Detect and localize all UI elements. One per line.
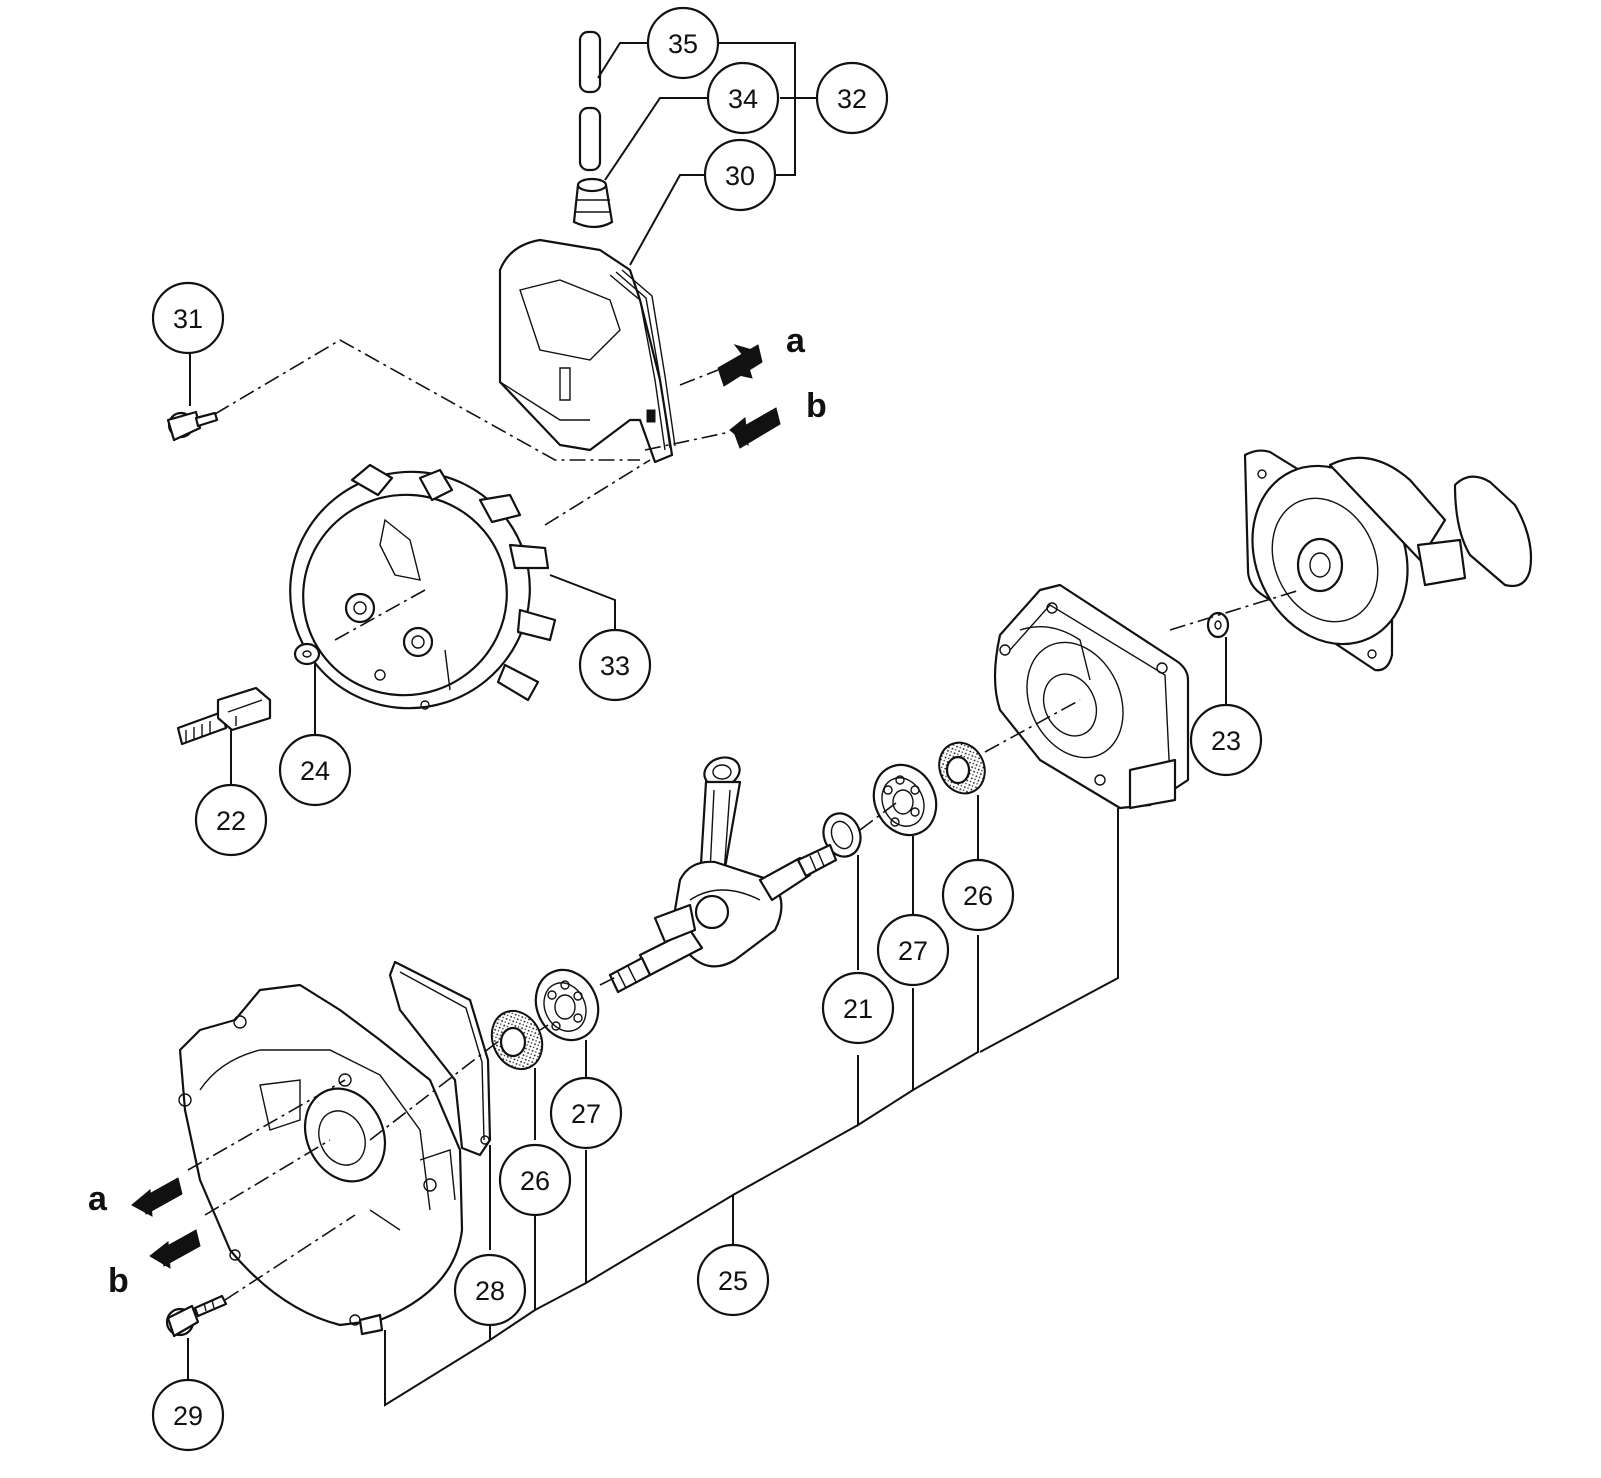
callout-26-left: 26 [498,1143,572,1217]
nut-22 [176,686,272,785]
arrow-b-top [729,407,781,449]
crankcase-right [993,583,1190,810]
callout-24: 24 [278,733,352,807]
callout-22: 22 [194,783,268,857]
svg-text:34: 34 [728,84,758,114]
oil-seal-26-right [938,741,986,860]
dash-starter [1169,589,1301,631]
dash-b-bottom [204,1139,331,1216]
svg-text:23: 23 [1211,726,1241,756]
dash-b-top [644,431,731,451]
washer-23 [1206,611,1230,705]
dash-line-31 [214,339,640,461]
washer-24 [293,642,321,735]
ignition-coil-assembly [498,30,676,464]
svg-text:27: 27 [898,936,928,966]
crankcase-left [178,983,464,1336]
callout-28: 28 [453,1253,527,1327]
callout-35: 35 [646,6,720,80]
callout-21: 21 [821,971,895,1045]
dash-shaft-right [859,799,901,831]
svg-text:30: 30 [725,161,755,191]
svg-text:32: 32 [837,84,867,114]
svg-text:33: 33 [600,651,630,681]
svg-text:35: 35 [668,29,698,59]
callout-29: 29 [151,1378,225,1452]
dash-a-bottom [187,1079,346,1171]
bolt-31 [166,352,219,442]
label-a-top: a [786,322,806,360]
svg-text:31: 31 [173,304,203,334]
svg-text:28: 28 [475,1276,505,1306]
bearing-27-left [534,968,600,1080]
callout-27-left: 27 [549,1076,623,1150]
callout-26-right: 26 [941,858,1015,932]
label-b-top: b [806,387,827,425]
bearing-27-right [872,763,938,915]
leader-33 [549,574,616,630]
assembly-25-bracket [384,808,1119,1407]
svg-text:24: 24 [300,756,330,786]
callout-30: 30 [703,138,777,212]
callout-34: 34 [706,61,780,135]
arrow-b-bottom [149,1229,201,1269]
svg-text:26: 26 [520,1166,550,1196]
dash-29 [224,1214,356,1301]
dash-a-top [679,369,719,386]
dash-shaft-left [599,974,621,986]
svg-text:21: 21 [843,994,873,1024]
callout-27-right: 27 [876,913,950,987]
svg-text:27: 27 [571,1099,601,1129]
arrow-a-top [717,344,763,387]
svg-text:25: 25 [718,1266,748,1296]
dash-flywheel-top [544,459,651,526]
svg-text:26: 26 [963,881,993,911]
svg-text:22: 22 [216,806,246,836]
recoil-starter [1243,449,1533,672]
crankshaft [608,756,838,994]
arrow-a-bottom [131,1177,183,1217]
callout-33: 33 [578,628,652,702]
label-a-bottom: a [88,1180,108,1218]
gasket-28 [388,960,492,1250]
dash-flywheel-hub [334,589,426,641]
callout-32: 32 [815,61,889,135]
dash-seal-left [539,1024,549,1031]
callout-31: 31 [151,281,225,355]
callout-23: 23 [1189,703,1263,777]
dash-crankcase-right [984,699,1081,753]
label-b-bottom: b [108,1262,129,1300]
oil-seal-26-left [490,1009,544,1140]
circlip-21 [822,812,862,970]
svg-text:29: 29 [173,1401,203,1431]
bolt-29 [165,1294,228,1380]
callout-25: 25 [696,1243,770,1317]
flywheel [289,463,557,710]
